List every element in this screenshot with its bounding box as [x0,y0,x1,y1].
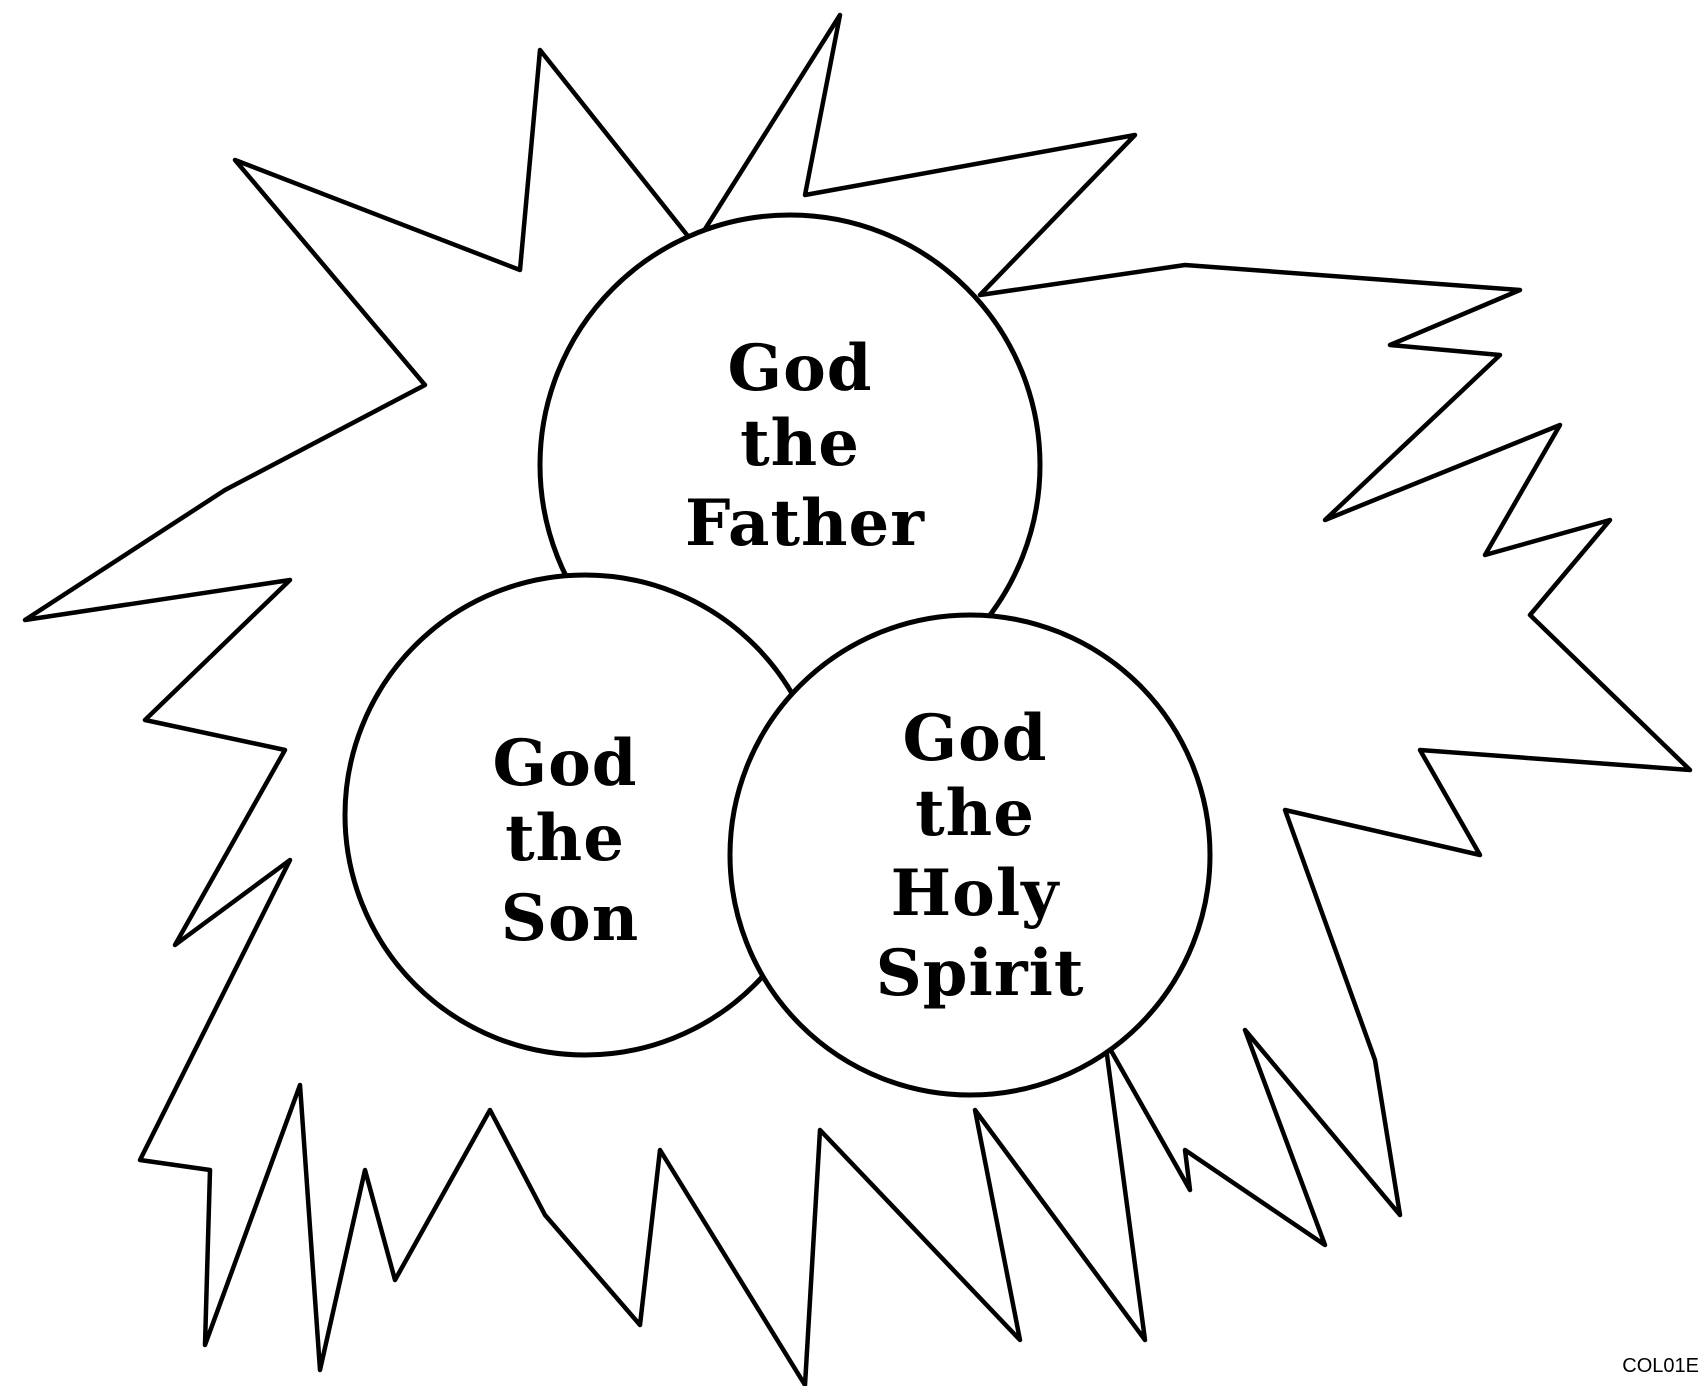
code-label: COL01E [1622,1355,1699,1378]
spirit-line-4: Spirit [876,936,1085,1011]
son-line-1: God [492,726,637,801]
spirit-line-2: the [915,776,1035,851]
circle-spirit [730,615,1210,1095]
spirit-line-3: Holy [891,856,1060,931]
son-line-2: the [505,801,625,876]
father-line-3: Father [685,486,925,561]
father-line-2: the [740,406,860,481]
son-line-3: Son [501,881,639,956]
spirit-line-1: God [902,701,1047,776]
father-line-1: God [727,331,872,406]
